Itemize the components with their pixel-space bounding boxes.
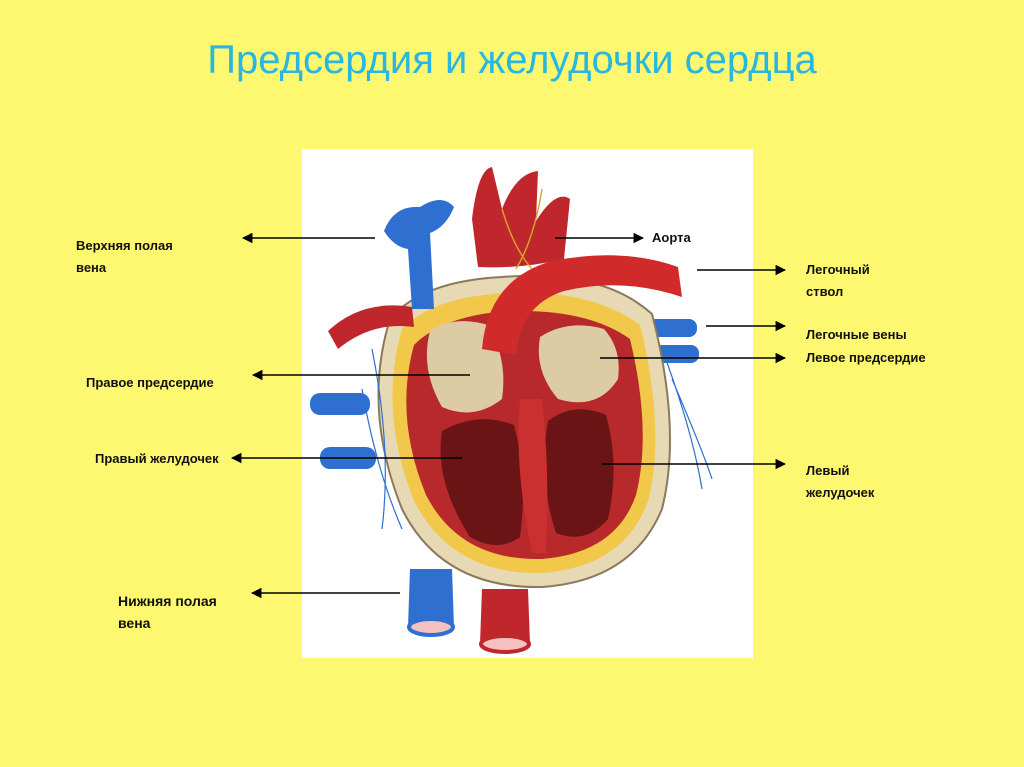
- left-atrium-chamber: [538, 325, 619, 403]
- label-pulmonary-trunk: Легочный ствол: [806, 262, 870, 299]
- slide-title: Предсердия и желудочки сердца: [207, 38, 817, 82]
- label-superior-vena-cava: Верхняя полая вена: [76, 238, 173, 275]
- pulmonary-vein-upper: [647, 319, 697, 337]
- ivc-opening: [407, 617, 455, 637]
- label-pulmonary-veins: Легочные вены: [806, 327, 907, 342]
- label-aorta: Аорта: [652, 230, 691, 245]
- label-inferior-vena-cava: Нижняя полая вена: [118, 593, 217, 631]
- right-ventricle-cavity: [440, 419, 523, 545]
- left-vessel-upper: [310, 393, 370, 415]
- label-right-ventricle: Правый желудочек: [95, 451, 219, 466]
- label-left-ventricle: Левый желудочек: [806, 463, 875, 500]
- left-vessel-lower: [320, 447, 376, 469]
- aortic-branches: [472, 167, 570, 268]
- surface-vessels: [361, 348, 713, 530]
- left-pulmonary-branches: [328, 305, 414, 349]
- superior-vena-cava-shape: [384, 200, 454, 309]
- heart-illustration: [302, 149, 753, 658]
- descending-aorta-opening: [479, 634, 531, 654]
- heart-cross-section-image: [310, 167, 713, 654]
- surface-nerves: [501, 188, 543, 270]
- aortic-arch: [482, 255, 682, 355]
- left-ventricle-cavity: [544, 409, 614, 537]
- label-left-atrium: Левое предсердие: [806, 350, 926, 365]
- inferior-vena-cava-shape: [408, 569, 454, 634]
- interventricular-septum: [518, 399, 548, 553]
- label-right-atrium: Правое предсердие: [86, 375, 214, 390]
